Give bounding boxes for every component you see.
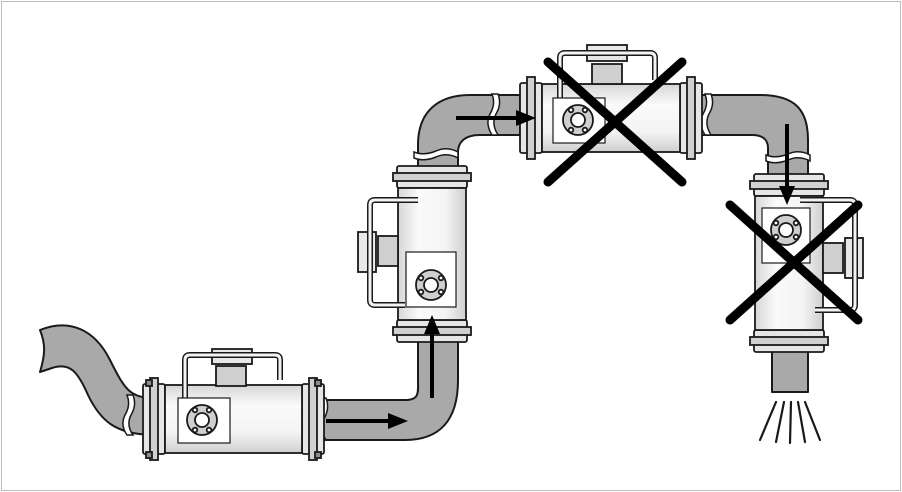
outflow-spray-icon bbox=[760, 402, 820, 443]
flow-arrow-icon bbox=[326, 110, 795, 429]
outlet-stub bbox=[772, 350, 808, 392]
meter-horizontal-bottom bbox=[143, 349, 324, 460]
inlet-pipe bbox=[40, 325, 155, 435]
meter-vertical-downflow bbox=[750, 174, 863, 352]
meter-vertical-upflow bbox=[358, 166, 471, 342]
elbow-right bbox=[700, 95, 808, 180]
